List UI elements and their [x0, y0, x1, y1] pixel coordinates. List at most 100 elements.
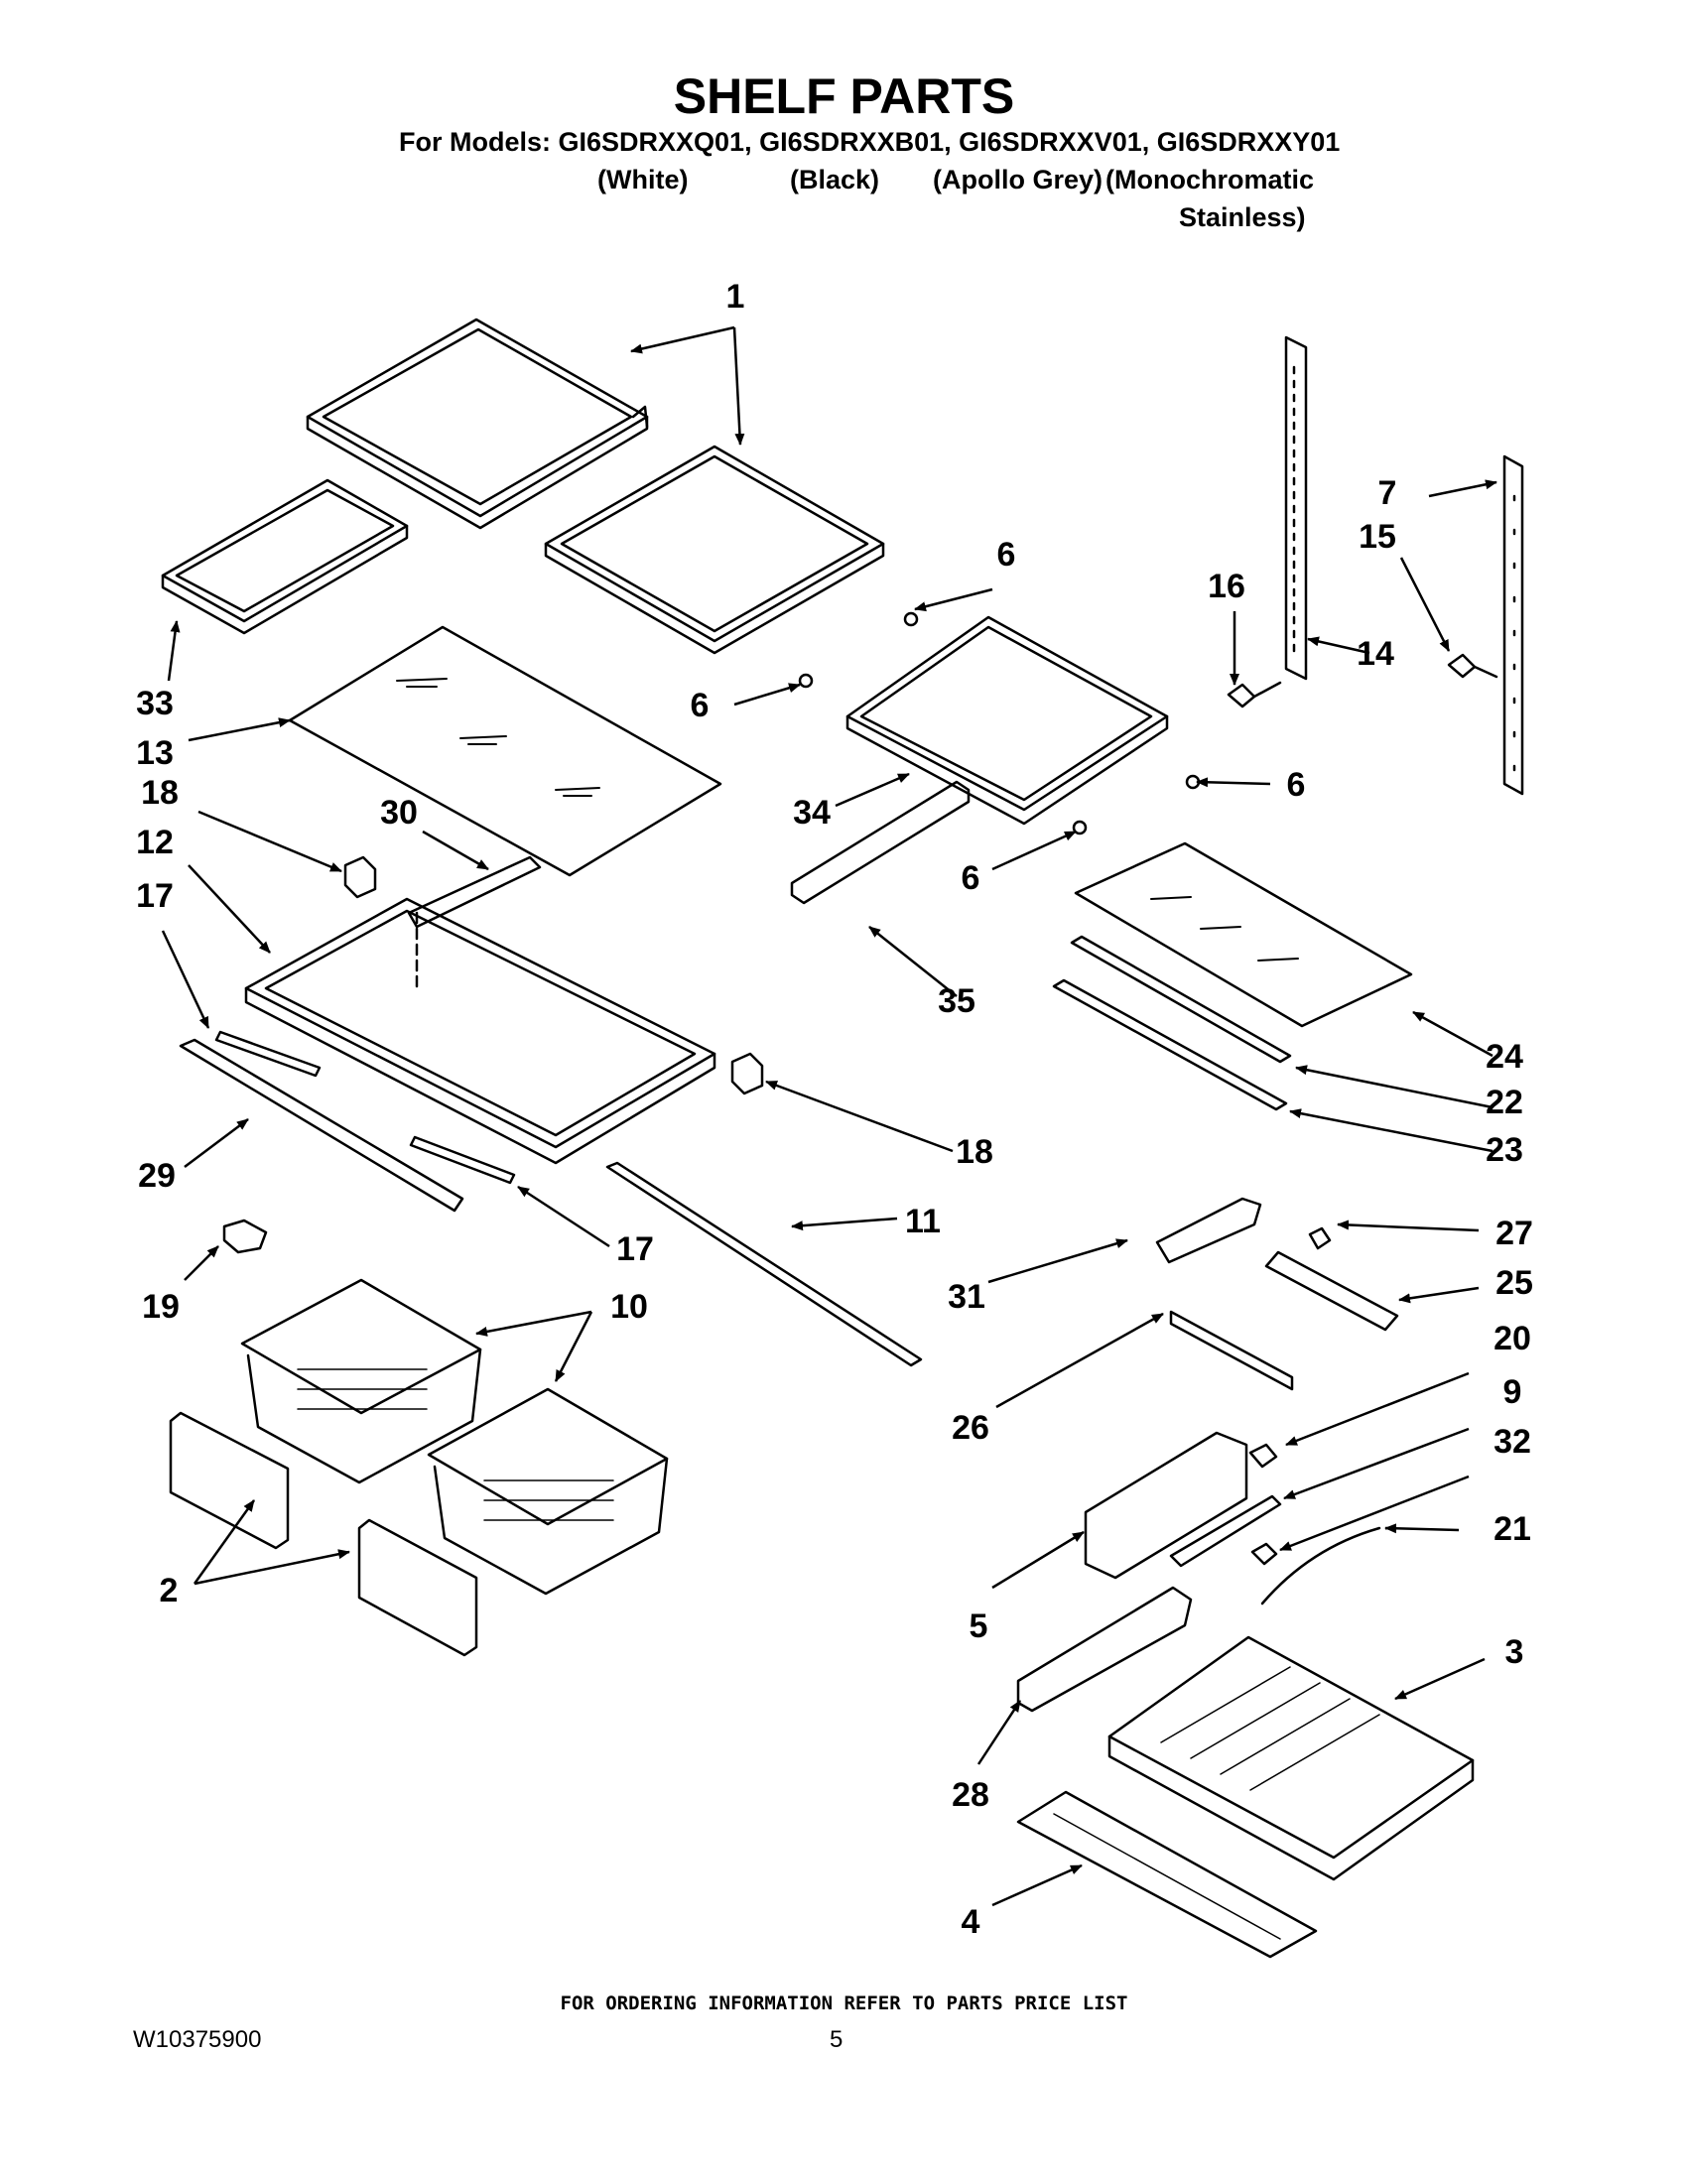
leader-14: [1307, 636, 1370, 655]
callout-20: 20: [1493, 1320, 1531, 1357]
callout-6-c: 6: [1287, 766, 1306, 804]
part-11-rod: [605, 1161, 923, 1367]
leader-25: [1398, 1286, 1480, 1304]
callout-2: 2: [160, 1572, 179, 1609]
leader-2a: [193, 1499, 256, 1585]
callout-6-a: 6: [997, 536, 1016, 574]
callout-24: 24: [1486, 1038, 1523, 1076]
part-5-housing: [1084, 1431, 1248, 1580]
leader-1b: [732, 326, 745, 446]
callout-7: 7: [1378, 474, 1397, 512]
leader-18a: [197, 810, 342, 873]
callout-6-d: 6: [962, 859, 980, 897]
part-34-shelf-small: [845, 615, 1169, 826]
callout-33: 33: [136, 685, 174, 722]
callout-32: 32: [1493, 1423, 1531, 1461]
color-stainless: Stainless): [1179, 202, 1306, 232]
leader-11: [791, 1217, 898, 1231]
leader-12: [188, 864, 271, 954]
part-28-cover: [1016, 1586, 1193, 1713]
part-7-rail: [1502, 454, 1524, 796]
part-2-handle-left: [169, 1411, 290, 1550]
leader-3: [1394, 1657, 1486, 1701]
callout-19: 19: [142, 1288, 180, 1326]
page-title: SHELF PARTS: [673, 68, 1015, 124]
callout-30: 30: [380, 794, 418, 832]
leader-5: [991, 1530, 1085, 1590]
callout-6-b: 6: [691, 687, 710, 724]
part-2-handle-right: [357, 1518, 478, 1657]
callout-28: 28: [952, 1776, 989, 1814]
leader-18b: [765, 1080, 954, 1153]
part-10-crisper-right: [427, 1387, 669, 1596]
leader-6c: [1196, 777, 1271, 788]
leader-20: [1285, 1371, 1470, 1447]
callout-34: 34: [793, 794, 831, 832]
part-3-drawer: [1107, 1635, 1475, 1881]
leader-31: [987, 1238, 1128, 1284]
callout-16: 16: [1208, 568, 1245, 605]
callout-31: 31: [948, 1278, 985, 1316]
ordering-note: FOR ORDERING INFORMATION REFER TO PARTS …: [560, 1992, 1128, 2014]
callout-11: 11: [905, 1203, 941, 1240]
leader-22: [1295, 1065, 1493, 1109]
leader-4: [991, 1863, 1083, 1907]
callout-23: 23: [1486, 1131, 1523, 1169]
callout-10: 10: [610, 1288, 648, 1326]
callout-15: 15: [1359, 518, 1396, 556]
callout-9: 9: [1503, 1373, 1522, 1411]
part-17-slide-upper: [214, 1030, 322, 1078]
part-18-clip-lower: [730, 1052, 764, 1095]
leader-1a: [630, 325, 735, 354]
part-32-screw: [1250, 1542, 1278, 1566]
page-number: 5: [830, 2026, 844, 2053]
callout-17-a: 17: [136, 877, 174, 915]
leader-19: [184, 1245, 219, 1281]
part-23-trim: [1052, 978, 1288, 1111]
callout-26: 26: [952, 1409, 989, 1447]
models-line: For Models: GI6SDRXXQ01, GI6SDRXXB01, GI…: [399, 127, 1341, 157]
part-13-glass: [288, 625, 722, 877]
part-33-half-shelf: [161, 478, 409, 635]
callout-35: 35: [938, 982, 975, 1020]
leader-6b: [733, 683, 801, 707]
part-24-glass: [1074, 841, 1413, 1028]
leader-17a: [161, 930, 210, 1029]
leader-10a: [475, 1310, 592, 1337]
callout-3: 3: [1505, 1633, 1524, 1671]
leader-24: [1412, 1010, 1493, 1058]
callout-25: 25: [1495, 1264, 1533, 1302]
callout-27: 27: [1495, 1215, 1533, 1252]
part-29-trim: [179, 1038, 464, 1213]
document-number: W10375900: [133, 2026, 262, 2053]
leader-9: [1283, 1427, 1470, 1500]
leader-33: [167, 620, 181, 682]
callout-18-a: 18: [141, 774, 179, 812]
part-12-frame: [244, 897, 716, 1165]
leader-7: [1428, 479, 1497, 498]
part-26-wire: [1169, 1310, 1294, 1391]
part-1-shelf-upper: [306, 318, 649, 530]
color-apollo-grey: (Apollo Grey): [933, 165, 1104, 194]
leader-29: [184, 1118, 249, 1168]
callout-1: 1: [726, 278, 745, 316]
leader-35: [868, 926, 958, 997]
callout-12: 12: [136, 824, 174, 861]
color-black: (Black): [790, 165, 880, 194]
part-20-screw: [1248, 1443, 1278, 1469]
leader-27: [1337, 1220, 1480, 1232]
callout-22: 22: [1486, 1084, 1523, 1121]
part-22-trim: [1070, 935, 1292, 1064]
part-18-clip-upper: [343, 855, 377, 899]
leader-6d: [991, 830, 1077, 871]
leader-lines: [161, 325, 1497, 1907]
part-1-shelf-middle: [544, 445, 885, 655]
leader-10b: [554, 1311, 593, 1382]
leader-6a: [914, 587, 993, 612]
part-9-strip: [1169, 1494, 1282, 1568]
part-21-wire: [1260, 1526, 1381, 1606]
leader-2b: [194, 1549, 350, 1586]
callout-5: 5: [970, 1607, 988, 1645]
callout-17-b: 17: [616, 1230, 654, 1268]
